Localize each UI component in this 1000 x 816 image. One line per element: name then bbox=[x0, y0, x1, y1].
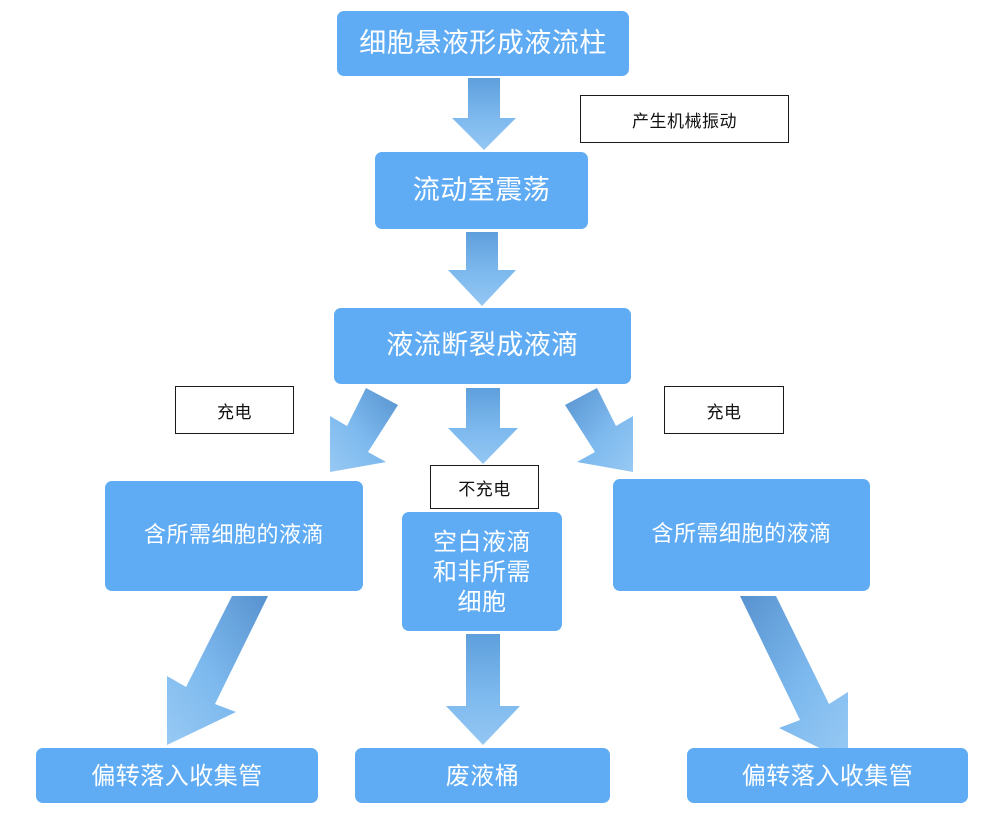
arrow-dropletbreak-to-center-droplet bbox=[448, 388, 518, 464]
arrow-flowcell-to-dropletbreak bbox=[448, 232, 516, 306]
node-waste-container[interactable]: 废液桶 bbox=[355, 748, 610, 803]
label-no-charge[interactable]: 不充电 bbox=[430, 465, 539, 509]
node-flow-cell-oscillation[interactable]: 流动室震荡 bbox=[375, 152, 588, 229]
node-blank-droplet-and-nontarget-cells[interactable]: 空白液滴 和非所需 细胞 bbox=[402, 512, 562, 631]
node-cell-suspension-stream[interactable]: 细胞悬液形成液流柱 bbox=[337, 11, 629, 76]
node-right-droplet-with-target-cells[interactable]: 含所需细胞的液滴 bbox=[613, 479, 870, 591]
node-right-deflect-into-collection-tube[interactable]: 偏转落入收集管 bbox=[687, 748, 968, 803]
arrow-dropletbreak-to-right-droplet bbox=[565, 388, 633, 472]
node-left-droplet-with-target-cells[interactable]: 含所需细胞的液滴 bbox=[105, 481, 363, 591]
arrow-right-droplet-to-collection-tube bbox=[740, 596, 848, 762]
label-charge-left[interactable]: 充电 bbox=[175, 386, 294, 434]
label-generate-mechanical-vibration[interactable]: 产生机械振动 bbox=[580, 95, 789, 143]
node-stream-breaks-into-droplets[interactable]: 液流断裂成液滴 bbox=[334, 308, 631, 384]
arrow-center-droplet-to-waste bbox=[446, 634, 520, 745]
arrow-left-droplet-to-collection-tube bbox=[167, 596, 268, 745]
node-left-deflect-into-collection-tube[interactable]: 偏转落入收集管 bbox=[36, 748, 318, 803]
label-charge-right[interactable]: 充电 bbox=[664, 386, 784, 434]
arrow-cellsuspension-to-flowcell bbox=[452, 78, 516, 150]
arrow-dropletbreak-to-left-droplet bbox=[330, 388, 398, 472]
